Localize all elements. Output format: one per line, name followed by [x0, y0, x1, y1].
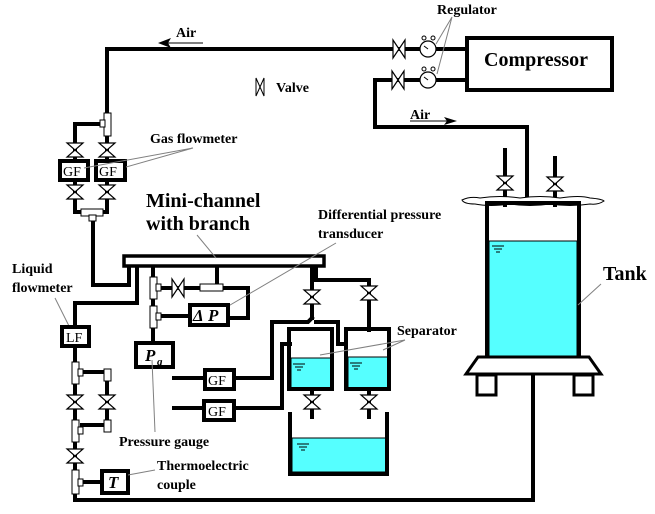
collection-basin: [288, 412, 389, 476]
pressure-gauge-box: [134, 341, 175, 369]
compressor-label: Compressor: [484, 49, 588, 71]
liquid-flowmeter-box: [60, 325, 91, 348]
arrow-left-icon: [158, 38, 171, 48]
tank-stand-leg: [572, 373, 595, 397]
thermo-t: T: [108, 473, 119, 492]
tank-water: [488, 240, 578, 368]
tank-stand: [463, 355, 604, 376]
separator-leader: [319, 339, 406, 356]
gas-flowmeter-box: [202, 399, 236, 422]
pg-p: P: [144, 346, 156, 365]
gas-flowmeter-box: [94, 159, 127, 182]
gf-label: GF: [208, 405, 226, 420]
compressor-box: [465, 36, 614, 92]
dp-transducer-box: [188, 303, 230, 327]
dp-leader: [224, 242, 337, 309]
air-label-mid: Air: [410, 108, 430, 123]
minichannel-label-2: with branch: [146, 213, 250, 235]
valve-icon: [98, 184, 116, 200]
tank-leader: [577, 283, 602, 306]
dp-label-1: Differential pressure: [318, 208, 441, 223]
tank-stand-leg: [475, 373, 498, 397]
tee-fitting: [77, 368, 84, 377]
separator-label: Separator: [397, 324, 457, 339]
gf-label: GF: [99, 165, 117, 180]
basin-water: [291, 437, 387, 473]
valve-legend-icon: [255, 77, 265, 97]
regulator-leader: [435, 16, 453, 75]
elbow-fitting: [103, 419, 112, 433]
tee-fitting: [77, 426, 84, 435]
valve-icon: [98, 394, 116, 410]
separator-2: [344, 327, 391, 391]
valve-icon: [303, 394, 321, 410]
liquid-to-channel: [73, 266, 139, 330]
valve-icon: [98, 142, 116, 158]
gas-flowmeter-box: [58, 159, 90, 182]
tank-label: Tank: [603, 263, 648, 285]
valve-icon: [303, 289, 321, 305]
regulator-gauge-icon: [419, 66, 437, 89]
tee-fitting: [199, 283, 224, 292]
gas-flowmeter-box: [203, 368, 236, 391]
outlet-branch: [314, 266, 371, 332]
valve-icon: [360, 394, 378, 410]
thermo-label-2: couple: [157, 478, 196, 493]
valve-icon: [391, 70, 405, 90]
gas-flowmeter-label: Gas flowmeter: [150, 132, 237, 147]
gf-label: GF: [208, 374, 226, 389]
tee-fitting: [88, 214, 97, 222]
air-return-pipe: [105, 47, 469, 120]
valve-legend-label: Valve: [276, 81, 309, 96]
thermo-label-1: Thermoelectric: [157, 459, 249, 474]
dp-label-2: transducer: [318, 227, 383, 242]
thermo-leader: [127, 469, 156, 476]
thermocouple-box: [100, 469, 130, 495]
sep-gas-line-2: [314, 320, 348, 346]
valve-icon: [66, 184, 84, 200]
minichannel-label-1: Mini-channel: [146, 190, 261, 212]
valve-icon: [392, 39, 406, 59]
tee-fitting: [77, 478, 84, 487]
mini-channel: [122, 254, 326, 268]
dp-p: P: [207, 306, 219, 325]
minichannel-leader: [196, 234, 217, 259]
separator-2-water: [347, 356, 389, 389]
air-label-top: Air: [176, 26, 196, 41]
valve-icon: [66, 394, 84, 410]
liquid-fm-label-1: Liquid: [12, 262, 53, 277]
valve-icon: [66, 448, 84, 464]
tee-fitting: [155, 283, 162, 292]
valve-icon: [66, 142, 84, 158]
valve-icon: [360, 285, 378, 301]
lf-label: LF: [66, 331, 83, 346]
regulator-label: Regulator: [437, 3, 497, 18]
pg-sub: g: [156, 356, 163, 368]
liquid-fm-leader: [54, 297, 71, 329]
pressure-gauge-label: Pressure gauge: [119, 435, 209, 450]
pressure-gauge-leader: [151, 359, 156, 433]
valve-icon: [546, 176, 564, 192]
liquid-fm-label-2: flowmeter: [12, 281, 73, 296]
tee-fitting: [155, 312, 162, 321]
air-supply-pipe: [373, 78, 529, 198]
dp-delta: Δ: [192, 306, 204, 325]
gas-flowmeter-leader: [83, 147, 194, 169]
sep-gas-line-3: [232, 342, 292, 410]
valve-icon: [171, 278, 185, 298]
regulator-gauge-icon: [419, 35, 437, 58]
gf-label: GF: [63, 165, 81, 180]
separator-1-water: [290, 357, 333, 389]
gas-to-channel: [91, 218, 131, 287]
sep-gas-line-1: [232, 315, 315, 380]
separator-1: [287, 327, 334, 391]
valve-icon: [496, 175, 514, 191]
elbow-fitting: [103, 368, 112, 382]
tee-fitting: [99, 119, 106, 128]
arrow-right-icon: [444, 117, 457, 125]
